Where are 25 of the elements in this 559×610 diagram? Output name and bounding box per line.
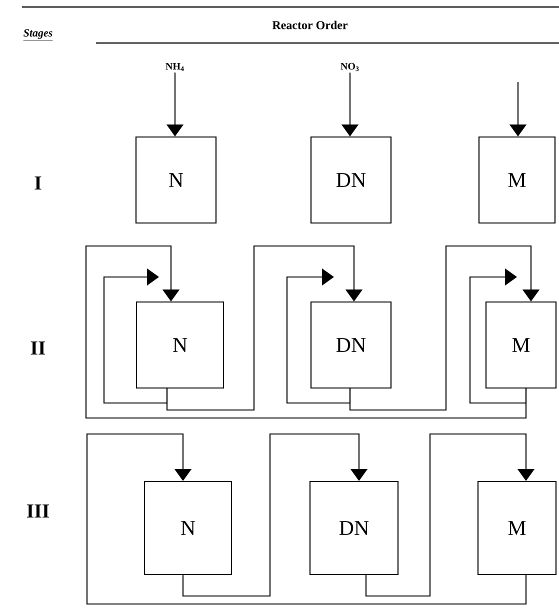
- flow-arrow: [469, 268, 527, 404]
- flow-arrow: [166, 245, 363, 411]
- flow-arrow: [286, 268, 351, 404]
- flow-arrow: [103, 268, 168, 404]
- feed-label: NH$_{4}$: [166, 62, 184, 72]
- column-heading: Reactor Order: [272, 20, 348, 30]
- reactor-box: N: [144, 480, 232, 576]
- flow-arrow: [349, 245, 540, 411]
- feed-label: NO$_{3}$: [340, 62, 359, 72]
- flow-arrow: [86, 433, 527, 605]
- stage-label: II: [30, 341, 46, 355]
- reactor-box: N: [136, 301, 224, 389]
- stage-label: I: [34, 176, 42, 190]
- flow-arrow: [85, 245, 527, 419]
- flow-arrow: [182, 433, 368, 597]
- stage-label: III: [27, 504, 49, 518]
- flow-arrow: [365, 433, 535, 597]
- reactor-box: M: [485, 301, 557, 389]
- reactor-box: M: [478, 136, 556, 224]
- reactor-box: DN: [310, 136, 392, 224]
- reactor-box: M: [477, 480, 557, 576]
- column-heading: Stages: [23, 29, 53, 40]
- reactor-box: DN: [310, 301, 392, 389]
- reactor-box: N: [135, 136, 217, 224]
- reactor-box: DN: [309, 480, 399, 576]
